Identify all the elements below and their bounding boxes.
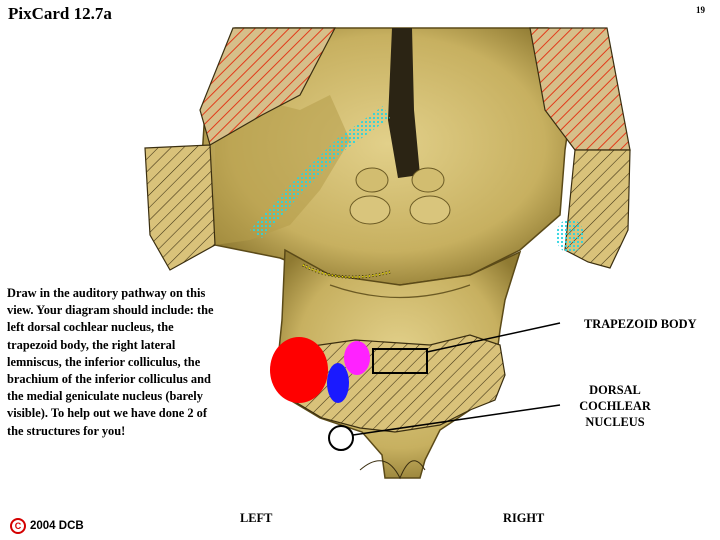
cut-surface-lower xyxy=(284,334,506,433)
slide-title: PixCard 12.7a xyxy=(8,4,112,23)
blue-region xyxy=(327,363,349,403)
brachium-inferior-colliculus-marking xyxy=(250,106,390,238)
copyright: C 2004 DCB xyxy=(10,518,84,534)
instructions-text: Draw in the auditory pathway on this vie… xyxy=(7,286,214,438)
inferior-colliculus-right xyxy=(409,195,451,225)
dorsal-cochlear-label: DORSAL COCHLEAR NUCLEUS xyxy=(579,383,651,429)
right-side-label: RIGHT xyxy=(503,511,545,525)
trapezoid-body-box xyxy=(372,348,428,374)
left-side-label: LEFT xyxy=(240,511,273,525)
superior-colliculus-right xyxy=(411,167,445,193)
medial-geniculate-marking xyxy=(556,219,584,253)
superior-colliculus-left xyxy=(355,167,389,193)
red-region xyxy=(270,337,328,403)
copyright-text: 2004 DCB xyxy=(30,520,84,532)
lateral-lemniscus-trace-yellow xyxy=(302,264,391,278)
magenta-region xyxy=(344,341,370,375)
cut-surface-left-dark xyxy=(144,144,216,271)
dorsal-cochlear-circle xyxy=(328,425,354,451)
medulla-contour xyxy=(359,460,426,480)
midline-fissure xyxy=(388,28,420,178)
cut-surface-left-red xyxy=(199,27,336,146)
shadow-region-left xyxy=(215,95,350,245)
pons-contour xyxy=(329,284,471,299)
inferior-colliculus-left xyxy=(349,195,391,225)
trapezoid-body-label: TRAPEZOID BODY xyxy=(584,317,697,331)
trapezoid-body-pointer xyxy=(426,322,561,353)
copyright-icon: C xyxy=(10,518,26,534)
dorsal-cochlear-pointer xyxy=(352,404,561,436)
slide-number: 19 xyxy=(696,5,705,15)
